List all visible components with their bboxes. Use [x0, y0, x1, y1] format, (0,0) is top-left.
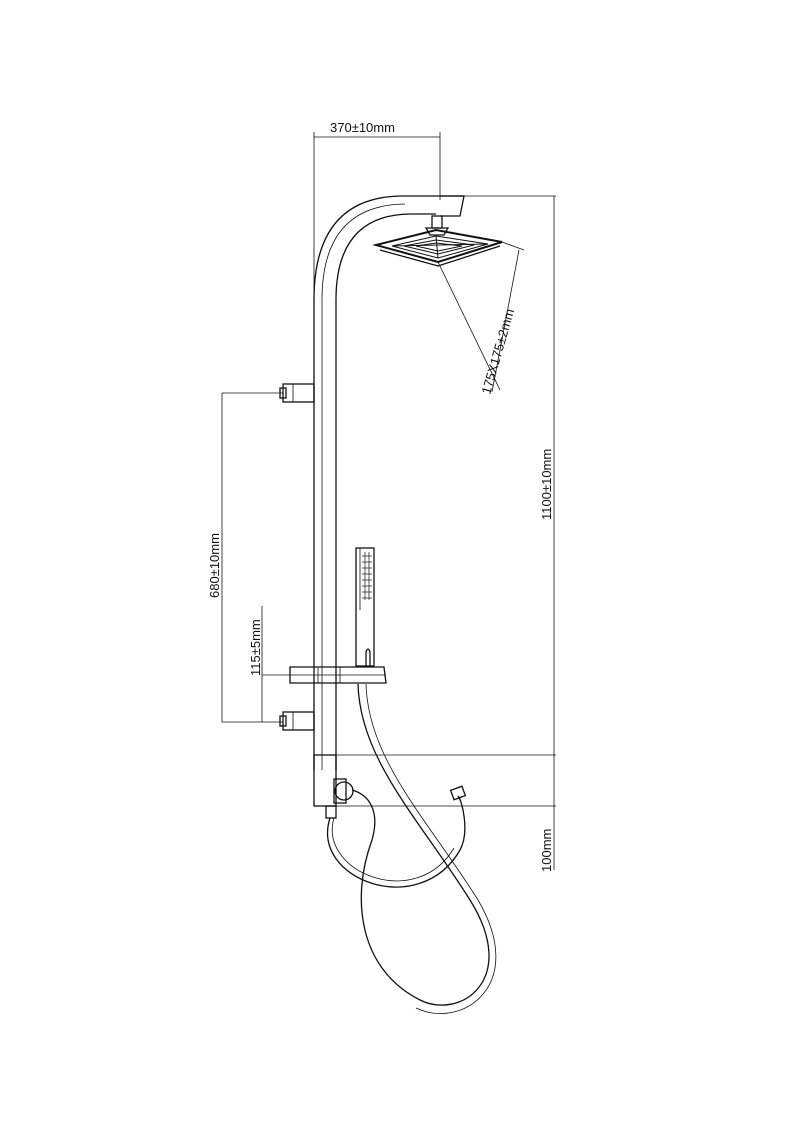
shower-head-nozzle-pattern	[391, 235, 489, 259]
base-label: 100mm	[539, 829, 554, 872]
mixer-body	[313, 754, 354, 819]
hand-shower	[355, 547, 375, 667]
shelf	[289, 666, 387, 684]
head-label: 175X175±2mm	[478, 307, 517, 396]
width-dimension: 370±10mm	[313, 120, 441, 300]
holder-label: 115±5mm	[248, 619, 263, 676]
riser-pipe	[313, 195, 556, 770]
holder-dimension: 115±5mm	[248, 606, 290, 722]
hoses	[327, 683, 497, 1014]
spacing-label: 680±10mm	[207, 533, 222, 598]
hand-shower-nozzle-grid	[362, 552, 372, 600]
spacing-dimension: 680±10mm	[207, 392, 283, 723]
shower-head	[372, 215, 503, 267]
head-dimension: 175X175±2mm	[437, 241, 525, 396]
height-label: 1100±10mm	[539, 449, 554, 520]
width-label: 370±10mm	[330, 120, 395, 135]
height-dimension: 1100±10mm 100mm	[314, 196, 556, 872]
upper-wall-bracket	[279, 383, 315, 403]
lower-wall-bracket	[279, 711, 315, 731]
